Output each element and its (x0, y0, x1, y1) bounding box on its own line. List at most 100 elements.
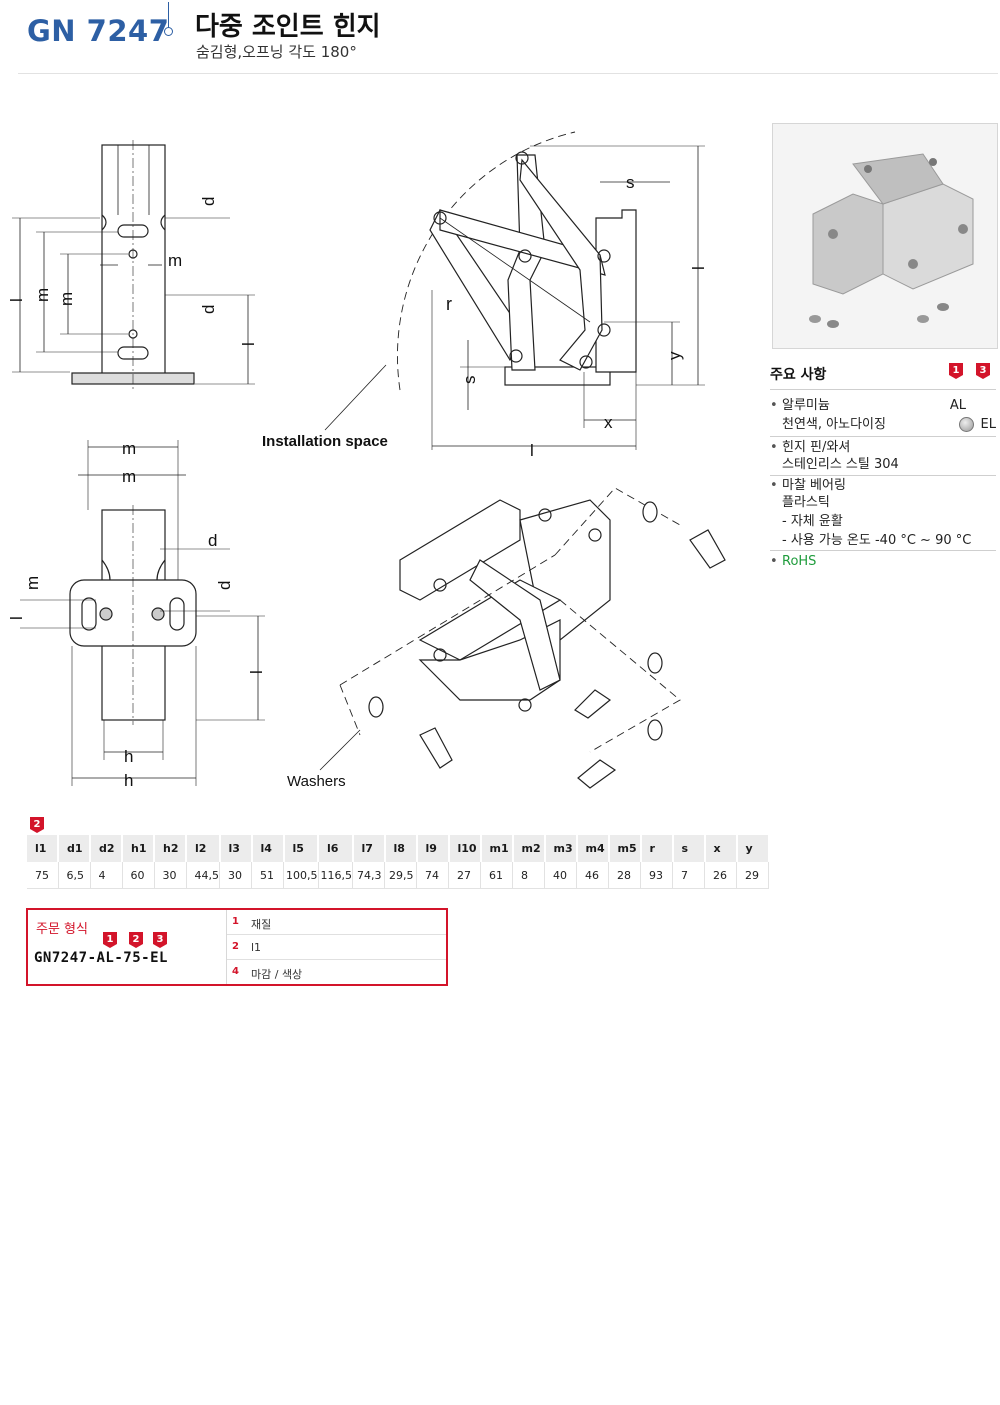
svg-text:h: h (124, 747, 133, 766)
dimension-table: l1 d1 d2 h1 h2 l2 l3 l4 l5 l6 l7 l8 l9 l… (27, 835, 770, 889)
table-cell: 4 (90, 862, 123, 889)
svg-text:m: m (57, 292, 76, 306)
table-cell: 74,3 (352, 862, 385, 889)
col-s: s (672, 835, 706, 862)
table-cell: 75 (27, 862, 59, 889)
table-row: 75 6,5 4 60 30 44,5 30 51 100,5 116,5 74… (27, 862, 769, 889)
svg-text:d: d (199, 197, 218, 206)
svg-text:l: l (530, 441, 534, 460)
svg-text:l: l (247, 670, 266, 674)
table-header-row: l1 d1 d2 h1 h2 l2 l3 l4 l5 l6 l7 l8 l9 l… (27, 835, 770, 862)
table-cell: 74 (416, 862, 449, 889)
svg-text:s: s (460, 376, 479, 385)
svg-text:m: m (122, 439, 136, 458)
table-cell: 28 (608, 862, 641, 889)
col-l2: l2 (186, 835, 221, 862)
order-divider (226, 910, 227, 984)
svg-text:m: m (23, 576, 42, 590)
feature-item: 스테인리스 스틸 304 (782, 457, 899, 472)
features-rule (770, 389, 996, 390)
front-view-bottom: m m d d m l l h h (7, 439, 266, 790)
feature-item: - 자체 윤활 (782, 514, 843, 529)
svg-text:y: y (665, 351, 684, 360)
svg-text:l: l (7, 298, 26, 302)
col-l10: l10 (448, 835, 482, 862)
svg-text:l: l (239, 342, 258, 346)
col-d2: d2 (90, 835, 123, 862)
svg-text:h: h (124, 771, 133, 790)
product-photo (772, 123, 998, 349)
page-subtitle: 숨김형,오프닝 각도 180° (196, 43, 357, 61)
col-l4: l4 (251, 835, 285, 862)
col-m4: m4 (576, 835, 610, 862)
order-code: GN7247-AL-75-EL (34, 950, 168, 966)
svg-text:l: l (7, 616, 26, 620)
col-l6: l6 (318, 835, 354, 862)
product-code: GN 7247 (27, 14, 170, 48)
table-cell: 44,5 (186, 862, 220, 889)
feature-item: 천연색, 아노다이징 EL (782, 417, 996, 432)
order-badge-1: 1 (103, 932, 117, 948)
table-cell: 51 (251, 862, 284, 889)
col-l7: l7 (352, 835, 386, 862)
table-cell: 60 (122, 862, 155, 889)
feature-item: •마찰 베어링 (770, 478, 846, 493)
col-m3: m3 (544, 835, 578, 862)
order-badge-2: 2 (129, 932, 143, 948)
svg-text:s: s (626, 173, 635, 192)
svg-text:r: r (446, 294, 452, 314)
features-rule (770, 550, 996, 551)
table-cell: 27 (448, 862, 481, 889)
table-cell: 93 (640, 862, 673, 889)
page-title: 다중 조인트 힌지 (195, 12, 381, 42)
table-cell: 30 (154, 862, 187, 889)
washers-label: Washers (287, 773, 346, 790)
rohs-item: •RoHS (770, 554, 817, 569)
table-cell: 29 (736, 862, 769, 889)
badge-2: 2 (30, 817, 44, 833)
table-cell: 30 (219, 862, 252, 889)
svg-text:m: m (168, 251, 182, 270)
table-cell: 100,5 (283, 862, 319, 889)
table-cell: 116,5 (318, 862, 353, 889)
col-r: r (640, 835, 674, 862)
badge-1: 1 (949, 363, 963, 379)
finish-swatch (959, 417, 974, 432)
col-m5: m5 (608, 835, 642, 862)
table-cell: 7 (672, 862, 705, 889)
col-l5: l5 (283, 835, 319, 862)
feature-item: •알루미늄 AL (770, 398, 966, 413)
installation-space-label: Installation space (262, 433, 388, 450)
features-title: 주요 사항 (770, 367, 827, 383)
header-dot (164, 27, 173, 36)
header-divider (168, 2, 169, 28)
col-l3: l3 (219, 835, 253, 862)
technical-drawing: l m m d d l m m m d d (0, 100, 760, 800)
feature-item: 플라스틱 (782, 495, 830, 510)
col-h1: h1 (122, 835, 155, 862)
svg-text:x: x (604, 413, 613, 432)
col-m1: m1 (480, 835, 514, 862)
order-badge-3: 3 (153, 932, 167, 948)
features-rule (770, 475, 996, 476)
table-cell: 8 (512, 862, 545, 889)
svg-text:d: d (215, 581, 234, 590)
col-l9: l9 (416, 835, 450, 862)
table-cell: 40 (544, 862, 577, 889)
svg-text:d: d (199, 305, 218, 314)
col-d1: d1 (58, 835, 91, 862)
col-m2: m2 (512, 835, 546, 862)
table-cell: 61 (480, 862, 513, 889)
header-rule (18, 73, 998, 74)
badge-3: 3 (976, 363, 990, 379)
table-cell: 46 (576, 862, 609, 889)
col-y: y (736, 835, 770, 862)
col-l1: l1 (27, 835, 59, 862)
svg-text:m: m (122, 467, 136, 486)
svg-text:l: l (689, 266, 708, 270)
col-x: x (704, 835, 738, 862)
